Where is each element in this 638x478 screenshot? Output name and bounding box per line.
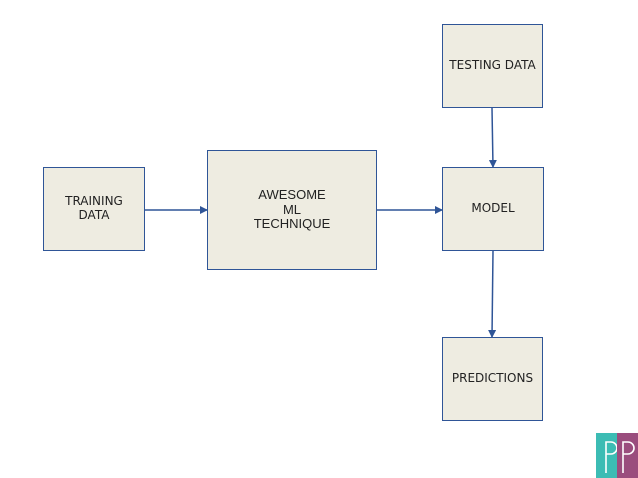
technique-line-2: ML <box>282 201 302 217</box>
training-data-line-2: DATA <box>78 208 110 222</box>
model-box: MODEL <box>442 167 544 251</box>
predictions-box: PREDICTIONS <box>442 337 543 421</box>
arrow-testing-to-model <box>488 107 497 168</box>
technique-line-3: TECHNIQUE <box>253 216 331 232</box>
arrow-model-to-predictions <box>488 250 497 338</box>
model-label: MODEL <box>471 201 515 216</box>
logo-purple-block <box>617 433 638 478</box>
technique-line-1: AWESOME <box>258 186 326 202</box>
logo-teal-block <box>596 433 617 478</box>
testing-data-box: TESTING DATA <box>442 24 543 108</box>
pp-logo-icon <box>605 441 617 473</box>
pp-logo-icon-right <box>622 441 635 473</box>
training-data-box: TRAINING DATA <box>43 167 145 251</box>
predictions-label: PREDICTIONS <box>451 371 534 386</box>
awesome-ml-technique-box: AWESOME ML TECHNIQUE <box>207 150 377 270</box>
testing-data-label: TESTING DATA <box>449 58 536 73</box>
training-data-line-1: TRAINING <box>65 194 123 209</box>
